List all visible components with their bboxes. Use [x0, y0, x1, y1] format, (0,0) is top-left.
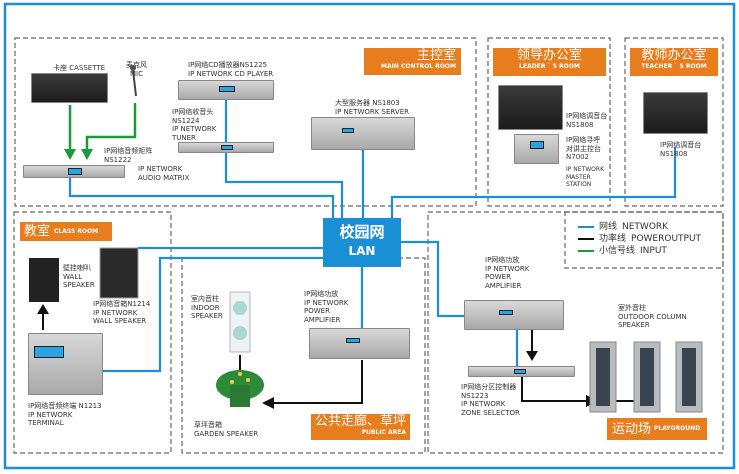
legend-box — [564, 211, 724, 269]
teacher-room-box — [624, 37, 724, 207]
input-lines — [68, 103, 137, 150]
leader-room-box — [487, 37, 611, 207]
network-wall-speaker-shape — [99, 247, 139, 299]
public-amp-device — [309, 328, 410, 359]
playground-amp-device — [464, 300, 564, 330]
tuner-device — [178, 142, 274, 153]
mic-shape — [132, 69, 137, 97]
indoor-speaker-shape — [229, 291, 251, 353]
garden-speaker-shape — [216, 370, 264, 407]
master-station-device — [514, 134, 559, 164]
wall-speaker-shape — [29, 258, 59, 302]
leader-console-device — [498, 85, 563, 130]
campus-border — [3, 2, 736, 470]
main-room-box — [14, 37, 477, 207]
cassette-device — [31, 73, 108, 103]
cassette-label: 卡座 CASSETTE — [53, 64, 106, 72]
terminal-device — [28, 333, 103, 395]
classroom-box — [13, 211, 172, 454]
teacher-console-device — [643, 92, 708, 134]
network-lines — [68, 100, 677, 373]
server-device — [311, 117, 415, 150]
cd-player-device — [178, 80, 274, 100]
zone-selector-device — [468, 366, 575, 377]
audio-matrix-device — [23, 165, 125, 178]
